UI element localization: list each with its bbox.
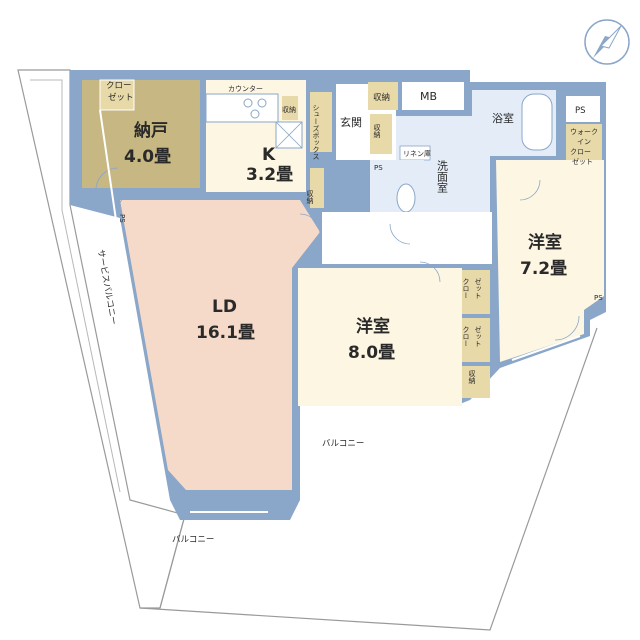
storage-room-closet-label-2: ゼット: [108, 92, 134, 103]
balcony-right-label: バルコニー: [322, 439, 364, 449]
mb-label: MB: [420, 90, 437, 103]
storage-room-size: 4.0畳: [124, 147, 171, 167]
linen-label: リネン庫: [403, 149, 431, 158]
closet-a-label-1: クロー: [462, 278, 470, 299]
kitchen-storage-2-label: 収納: [306, 190, 314, 205]
kitchen-name: K: [262, 145, 276, 165]
ld-name: LD: [212, 297, 237, 317]
western-room-7-name: 洋室: [528, 232, 562, 253]
closet-a: [462, 270, 490, 314]
stove-icon: [243, 98, 267, 119]
shoes-box: [310, 92, 332, 152]
hall-floor: [322, 212, 492, 264]
shoes-box-label: シューズボックス: [312, 104, 320, 160]
bathtub-icon: [521, 93, 553, 151]
service-balcony-label: サービスバルコニー: [95, 249, 118, 326]
ps-toilet-label: PS: [374, 164, 383, 172]
service-balcony-rail: [30, 79, 121, 493]
ps-top-right-label: PS: [575, 106, 586, 116]
compass-icon: [584, 19, 630, 65]
entrance-storage-1-label: 収納: [373, 92, 390, 103]
washroom-label: 洗面室: [436, 160, 449, 193]
western-room-7-size: 7.2畳: [520, 259, 567, 279]
closet-b-label-1: クロー: [462, 326, 470, 347]
walk-in-closet-label-3: クロー: [570, 148, 591, 156]
storage-room-closet-label-1: クロー: [106, 81, 132, 91]
kitchen-storage-1: [282, 96, 298, 120]
ld-size: 16.1畳: [196, 323, 255, 343]
entrance-storage-2-label: 収納: [373, 124, 381, 139]
closet-a-label-2: ゼット: [474, 277, 482, 299]
bedroom-storage: [462, 366, 490, 398]
walk-in-closet-label-4: ゼット: [572, 157, 593, 166]
western-room-8-floor: [298, 268, 462, 406]
western-room-8-name: 洋室: [356, 316, 390, 337]
bedroom-storage-label: 収納: [468, 370, 476, 385]
entrance-storage-1: [368, 82, 398, 110]
door-swings: [95, 167, 580, 341]
western-room-7-floor: [496, 160, 604, 362]
closet-b: [462, 318, 490, 362]
windows: [99, 109, 581, 513]
toilet-icon: [396, 183, 416, 213]
storage-room-name: 納戸: [134, 120, 168, 141]
ps-right-label: PS: [594, 294, 603, 302]
kitchen-counter: [205, 93, 279, 123]
storage-room-closet: [99, 79, 135, 111]
closet-b-label-2: ゼット: [474, 325, 482, 347]
entrance-label: 玄関: [340, 115, 362, 129]
western-room-8-size: 8.0畳: [348, 343, 395, 363]
entrance-storage-2: [370, 114, 392, 154]
ld-floor: [120, 200, 320, 490]
walk-in-closet-label-2: イン: [577, 138, 591, 146]
mb-box: [402, 82, 464, 110]
balcony-bottom-label: バルコニー: [172, 535, 214, 545]
kitchen-size: 3.2畳: [246, 165, 293, 185]
kitchen-storage-label: 収納: [282, 105, 296, 114]
kitchen-storage-2: [310, 168, 324, 208]
ps-top-right-box: [566, 96, 600, 122]
bathroom-label: 浴室: [492, 111, 514, 125]
ps-left-label: PS: [118, 214, 126, 223]
counter-label: カウンター: [228, 84, 263, 93]
walk-in-closet-label-1: ウォーク: [570, 128, 598, 136]
